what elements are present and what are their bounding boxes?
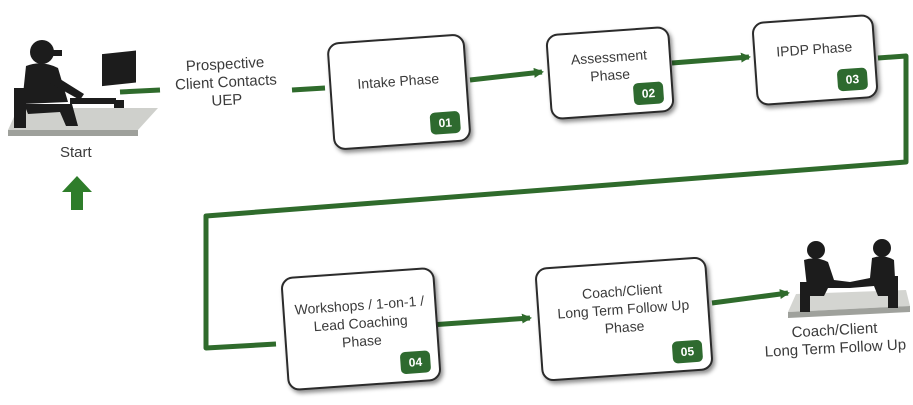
connector-start-to-label	[119, 87, 161, 95]
phase-title: IPDP Phase	[755, 36, 874, 62]
arrow-followup-to-end	[711, 289, 790, 306]
phase-number-badge: 03	[836, 67, 869, 92]
phase-title-line: Intake Phase	[356, 70, 440, 92]
phase-box-ipdp: IPDP Phase 03	[751, 13, 879, 107]
phase-number-badge: 02	[632, 81, 665, 106]
person-at-computer-icon	[8, 40, 158, 136]
phase-box-intake: Intake Phase 01	[326, 33, 472, 151]
start-label: Start	[60, 144, 92, 161]
phase-title-line: IPDP Phase	[775, 38, 853, 60]
arrow-assessment-to-ipdp	[671, 52, 751, 66]
arrow-intake-to-assessment	[469, 67, 544, 83]
handshake-icon	[788, 239, 910, 318]
connector-label-to-intake	[291, 85, 326, 93]
phase-box-workshops: Workshops / 1-on-1 / Lead Coaching Phase…	[280, 266, 442, 392]
phase-title: Workshops / 1-on-1 / Lead Coaching Phase	[284, 291, 437, 355]
phase-number-badge: 05	[671, 339, 704, 364]
connector-ipdp-wrap	[203, 53, 909, 351]
phase-title: Coach/Client Long Term Follow Up Phase	[538, 276, 709, 342]
phase-box-followup: Coach/Client Long Term Follow Up Phase 0…	[534, 256, 714, 382]
phase-box-assessment: Assessment Phase 02	[545, 25, 675, 121]
arrow-workshops-to-followup	[429, 313, 532, 328]
arrow-up-icon	[62, 176, 92, 210]
phase-number-badge: 04	[399, 350, 432, 375]
prospect-contact-label: Prospective Client Contacts UEP	[159, 53, 294, 114]
phase-title: Intake Phase	[331, 67, 466, 94]
phase-number-badge: 01	[429, 110, 461, 135]
